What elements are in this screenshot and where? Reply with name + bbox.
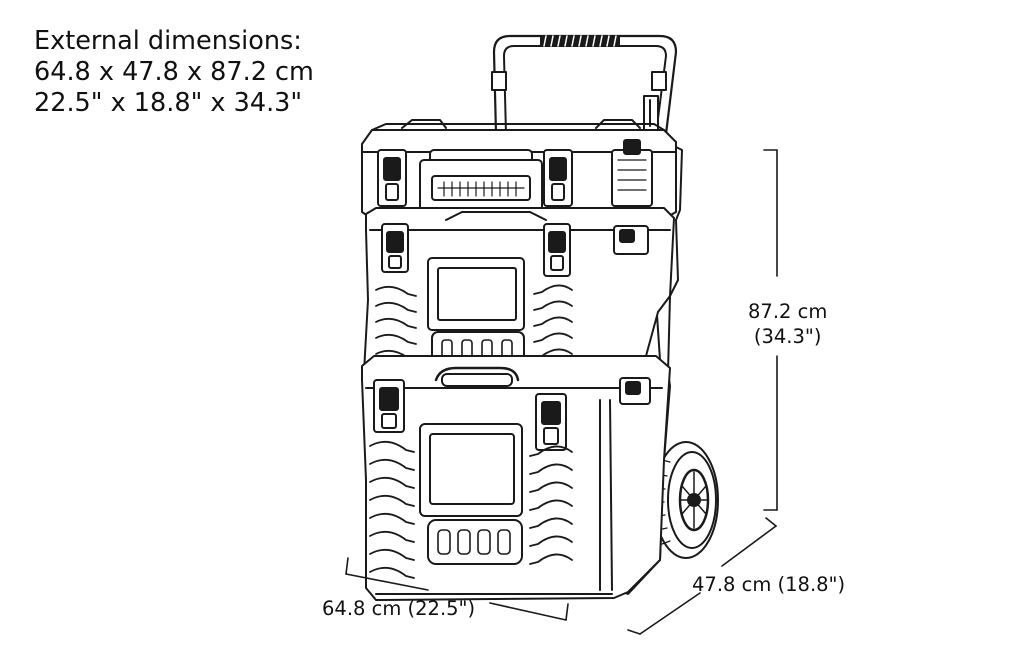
dimensions-imperial: 22.5" x 18.8" x 34.3" <box>34 88 303 118</box>
height-in-text: (34.3") <box>753 325 822 348</box>
external-dimensions-block: External dimensions: 64.8 x 47.8 x 87.2 … <box>34 26 314 119</box>
wheel <box>653 441 719 559</box>
width-dimension-line <box>345 557 569 621</box>
telescopic-handle <box>491 34 678 136</box>
bottom-rolling-case <box>361 355 671 601</box>
height-cm-text: 87.2 cm <box>748 300 828 323</box>
width-dimension-label: 64.8 cm (22.5") <box>322 597 476 620</box>
middle-tool-box <box>363 207 675 385</box>
depth-dimension-line <box>627 517 777 635</box>
top-organizer-box <box>361 119 677 221</box>
height-dimension-line <box>763 149 778 511</box>
height-dimension-label: 87.2 cm (34.3") <box>748 299 827 349</box>
dimensions-metric: 64.8 x 47.8 x 87.2 cm <box>34 57 314 87</box>
depth-dimension-label: 47.8 cm (18.8") <box>692 573 846 596</box>
dimensions-heading: External dimensions: <box>34 26 302 56</box>
